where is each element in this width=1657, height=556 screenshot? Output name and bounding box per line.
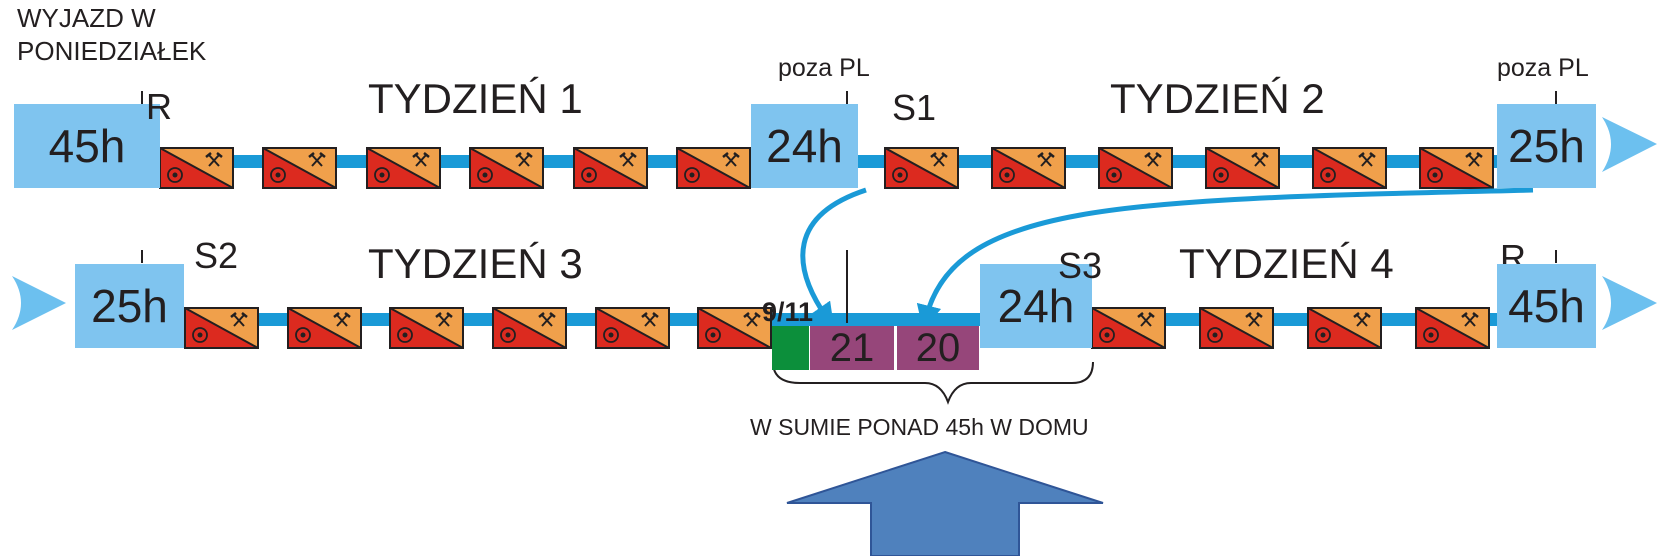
hammers-icon	[1251, 152, 1269, 167]
work-day-block	[1419, 147, 1494, 189]
direction-arrow-icon	[12, 276, 66, 330]
week-label-1: TYDZIEŃ 1	[368, 75, 583, 122]
tachograph-icon	[397, 327, 413, 343]
hammers-icon	[1465, 152, 1483, 167]
work-day-block	[573, 147, 648, 189]
day-blocks-row1	[159, 147, 1494, 189]
work-day-block	[184, 307, 259, 349]
tachograph-icon	[1315, 327, 1331, 343]
tachograph-icon	[500, 327, 516, 343]
hammers-icon	[743, 312, 761, 327]
tachograph-icon	[1106, 167, 1122, 183]
brace-caption: W SUMIE PONAD 45h W DOMU	[750, 414, 1089, 440]
tachograph-icon	[1207, 327, 1223, 343]
tachograph-icon	[270, 167, 286, 183]
direction-arrow-icon	[1602, 117, 1657, 172]
hammers-icon	[930, 152, 948, 167]
outside-pl-note-1: poza PL	[778, 54, 870, 82]
hammers-icon	[412, 152, 430, 167]
hammers-icon	[1245, 312, 1263, 327]
hammers-icon	[1037, 152, 1055, 167]
work-day-block	[1199, 307, 1274, 349]
hammers-icon	[1461, 312, 1479, 327]
rest-box-mid-row2: 24h	[980, 264, 1092, 348]
outside-pl-note-2: poza PL	[1497, 54, 1589, 82]
tachograph-icon	[1213, 167, 1229, 183]
day-green	[772, 326, 809, 370]
work-day-block	[469, 147, 544, 189]
tachograph-icon	[603, 327, 619, 343]
work-day-block	[1098, 147, 1173, 189]
rest-box-mid-row1: 24h	[751, 104, 858, 188]
work-day-block	[884, 147, 959, 189]
tachograph-icon	[581, 167, 597, 183]
work-day-block	[159, 147, 234, 189]
tachograph-icon	[295, 327, 311, 343]
tachograph-icon	[1099, 327, 1115, 343]
work-day-block	[991, 147, 1066, 189]
tachograph-icon	[477, 167, 493, 183]
marker-r-row1: R	[146, 86, 172, 127]
hammers-icon	[1358, 152, 1376, 167]
hammers-icon	[435, 312, 453, 327]
work-day-block	[676, 147, 751, 189]
rest-box-end-row2: 45h	[1497, 264, 1596, 348]
work-day-block	[389, 307, 464, 349]
week-label-3: TYDZIEŃ 3	[368, 240, 583, 287]
week-label-2: TYDZIEŃ 2	[1110, 75, 1325, 122]
work-day-block	[1415, 307, 1490, 349]
hammers-icon	[722, 152, 740, 167]
transfer-arrow-short	[800, 187, 867, 329]
hammers-icon	[230, 312, 248, 327]
home-rest-block: 21	[810, 326, 894, 370]
rest-box-start-row2: 25h	[75, 264, 184, 348]
transfer-arrow-long	[916, 187, 1534, 331]
tachograph-icon	[374, 167, 390, 183]
tachograph-icon	[999, 167, 1015, 183]
work-day-block	[595, 307, 670, 349]
road-line-row2	[175, 313, 1505, 326]
tachograph-icon	[705, 327, 721, 343]
work-day-block	[697, 307, 772, 349]
tachograph-icon	[1423, 327, 1439, 343]
hammers-icon	[1353, 312, 1371, 327]
tachograph-icon	[167, 167, 183, 183]
work-day-block	[1091, 307, 1166, 349]
date-label: 9/11	[762, 297, 814, 327]
work-day-block	[1307, 307, 1382, 349]
hammers-icon	[515, 152, 533, 167]
hammers-icon	[619, 152, 637, 167]
tachograph-icon	[1320, 167, 1336, 183]
curly-brace	[772, 361, 1094, 405]
work-day-block	[492, 307, 567, 349]
hammers-icon	[538, 312, 556, 327]
hammers-icon	[641, 312, 659, 327]
work-day-block	[366, 147, 441, 189]
tachograph-icon	[192, 327, 208, 343]
tachograph-icon	[892, 167, 908, 183]
week-label-4: TYDZIEŃ 4	[1179, 240, 1394, 287]
marker-s3: S3	[1058, 245, 1103, 286]
work-day-block	[1312, 147, 1387, 189]
hammers-icon	[205, 152, 223, 167]
marker-s1: S1	[892, 87, 937, 128]
rest-box-start-row1: 45h	[14, 104, 160, 188]
day-blocks-row2	[184, 307, 1490, 349]
direction-arrow-icon	[1602, 276, 1657, 330]
home-rest-block: 20	[897, 326, 979, 370]
hammers-icon	[1144, 152, 1162, 167]
big-up-arrow	[786, 450, 1104, 556]
tachograph-icon	[1427, 167, 1443, 183]
work-day-block	[262, 147, 337, 189]
departure-note: WYJAZD W PONIEDZIAŁEK	[17, 3, 207, 66]
hammers-icon	[308, 152, 326, 167]
work-day-block	[287, 307, 362, 349]
work-day-block	[1205, 147, 1280, 189]
hammers-icon	[1137, 312, 1155, 327]
tachograph-icon	[684, 167, 700, 183]
hammers-icon	[333, 312, 351, 327]
rest-box-end-row1: 25h	[1497, 104, 1596, 188]
marker-s2: S2	[194, 235, 239, 276]
